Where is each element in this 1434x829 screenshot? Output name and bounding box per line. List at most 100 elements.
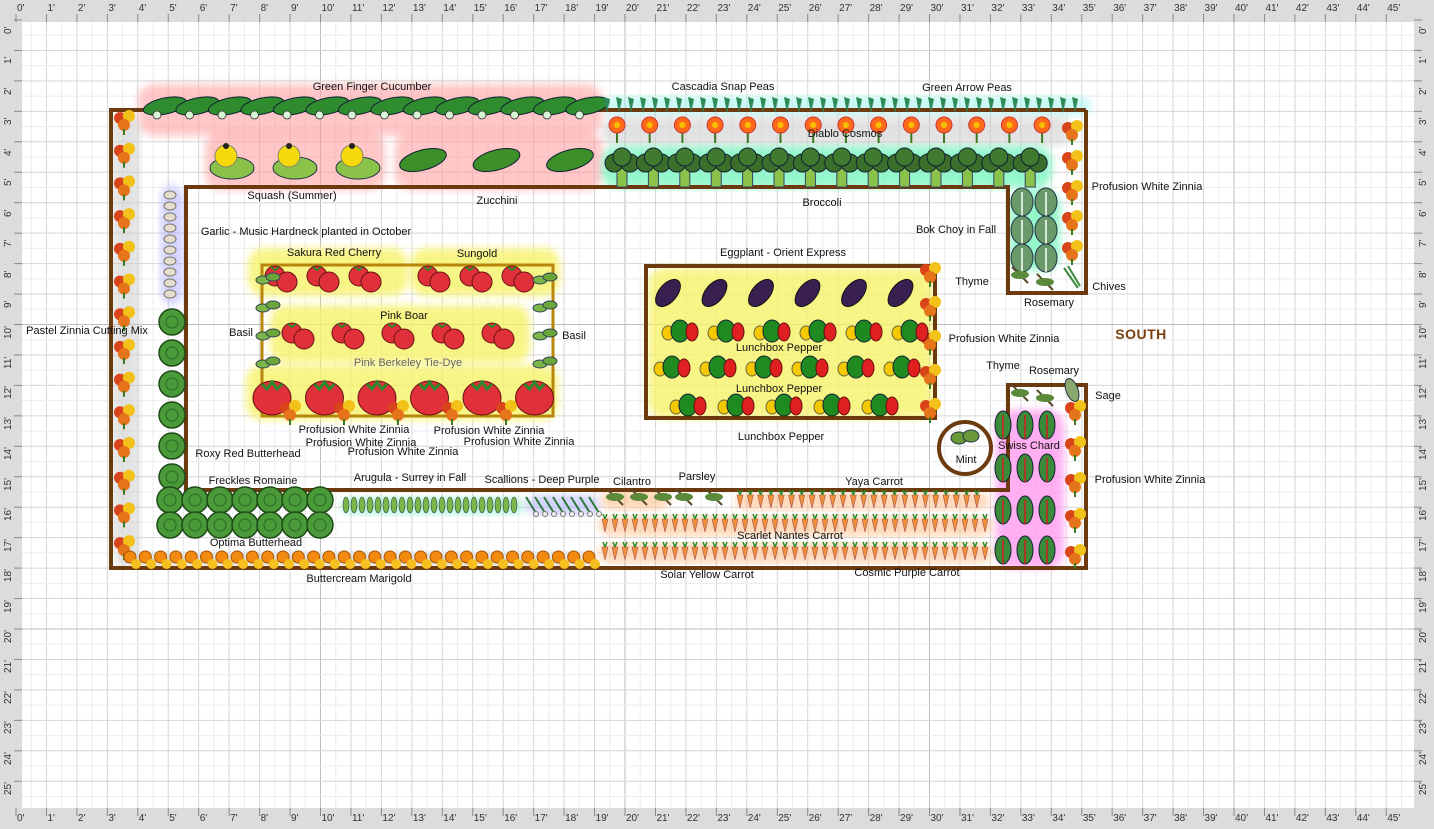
carrot-icon [951, 541, 959, 561]
marigold-icon [582, 550, 600, 569]
bok-choy-icon [1010, 187, 1034, 217]
cosmos-icon [837, 116, 855, 143]
label-parsley: Parsley [678, 471, 716, 483]
cosmos-icon [608, 116, 626, 143]
carrot-icon [841, 513, 849, 533]
ruler-x-tick: 29' [900, 813, 914, 824]
cosmos-icon [968, 116, 986, 143]
ruler-x-tick: 34' [1052, 3, 1066, 14]
ruler-x-tick: 13' [412, 3, 426, 14]
ruler-x-tick: 45' [1387, 3, 1401, 14]
zinnia-icon [114, 404, 135, 430]
carrot-icon [870, 489, 878, 509]
pea-icon [712, 97, 718, 113]
cosmos-icon [902, 116, 920, 143]
zinnia-icon [920, 262, 941, 287]
ruler-x-tick: 28' [869, 3, 883, 14]
sage-icon [1064, 378, 1080, 402]
ruler-x-tick: 32' [991, 813, 1005, 824]
label-swiss-chard: Swiss Chard [998, 440, 1060, 452]
ruler-x-tick: 36' [1113, 3, 1127, 14]
pea-icon [928, 97, 934, 113]
lettuce-icon [158, 432, 186, 460]
swiss-chard-icon [1038, 410, 1056, 440]
garlic-icon [163, 289, 177, 299]
ruler-x-tick: 13' [412, 813, 426, 824]
ruler-y-tick: 0' [3, 26, 14, 34]
ruler-y-tick: 18' [1418, 569, 1429, 583]
label-chives: Chives [1092, 281, 1126, 293]
lettuce-icon [158, 401, 186, 429]
ruler-x-tick: 15' [473, 3, 487, 14]
swiss-chard-icon [1016, 495, 1034, 525]
label-green-finger-cucumber: Green Finger Cucumber [312, 81, 432, 93]
carrot-icon [721, 541, 729, 561]
ruler-y-tick: 7' [1418, 239, 1429, 248]
lettuce-icon [231, 511, 259, 539]
zinnia-icon [920, 398, 941, 423]
ruler-x-tick: 33' [1021, 3, 1035, 14]
label-thyme: Thyme [986, 360, 1020, 372]
carrot-icon [931, 513, 939, 533]
ruler-x-tick: 42' [1295, 813, 1309, 824]
squash-icon [272, 143, 318, 180]
arugula-icon [438, 496, 446, 514]
carrot-icon [981, 541, 989, 561]
ruler-x-tick: 10' [321, 813, 335, 824]
marigold-icon [444, 550, 463, 569]
pepper-icon [799, 319, 837, 343]
carrot-icon [671, 513, 679, 533]
ruler-y-tick: 23' [3, 721, 14, 735]
eggplant-icon [655, 278, 681, 308]
pepper-icon [837, 355, 875, 379]
carrot-icon [771, 513, 779, 533]
pea-icon [760, 97, 766, 113]
marigold-icon [245, 550, 264, 569]
bok-choy-icon [1010, 243, 1034, 273]
pea-icon [1012, 97, 1018, 113]
basil-icon [532, 356, 558, 369]
lettuce-icon [158, 308, 186, 336]
arugula-icon [366, 496, 374, 514]
pea-icon [640, 97, 646, 113]
scallion-icon [561, 496, 575, 517]
zinnia-icon [114, 142, 135, 168]
carrot-icon [751, 513, 759, 533]
carrot-icon [881, 513, 889, 533]
ruler-x-tick: 29' [900, 3, 914, 14]
cosmos-icon [739, 116, 757, 143]
carrot-icon [711, 541, 719, 561]
lettuce-icon [306, 486, 334, 514]
pepper-icon [861, 393, 899, 417]
ruler-x-tick: 19' [595, 813, 609, 824]
carrot-icon [951, 513, 959, 533]
ruler-y-tick: 24' [1418, 751, 1429, 765]
ruler-x-tick: 6' [199, 3, 208, 14]
ruler-x-tick: 9' [291, 813, 299, 824]
zinnia-icon [114, 110, 135, 135]
ruler-y-tick: 16' [3, 508, 14, 522]
zinnia-icon [114, 469, 135, 495]
zinnia-icon [280, 400, 301, 425]
ruler-y-tick: 19' [1418, 599, 1429, 613]
label-cascadia-snap-peas: Cascadia Snap Peas [671, 81, 775, 93]
ruler-x-tick: 39' [1204, 3, 1218, 14]
ruler-x-tick: 0' [17, 813, 25, 824]
marigold-icon [291, 550, 310, 569]
label-basil: Basil [562, 330, 586, 342]
pepper-icon [883, 355, 921, 379]
pea-icon [748, 97, 754, 113]
tomato-icon [459, 265, 493, 293]
carrot-icon [811, 541, 819, 561]
pea-icon [688, 97, 694, 113]
pepper-icon [791, 355, 829, 379]
label-mint: Mint [955, 454, 977, 466]
marigold-icon [521, 550, 539, 569]
zinnia-icon [1062, 210, 1083, 235]
carrot-icon [871, 513, 879, 533]
herb-icon [1011, 266, 1029, 284]
carrot-icon [781, 513, 789, 533]
lettuce-icon [281, 486, 309, 514]
carrot-icon [881, 541, 889, 561]
